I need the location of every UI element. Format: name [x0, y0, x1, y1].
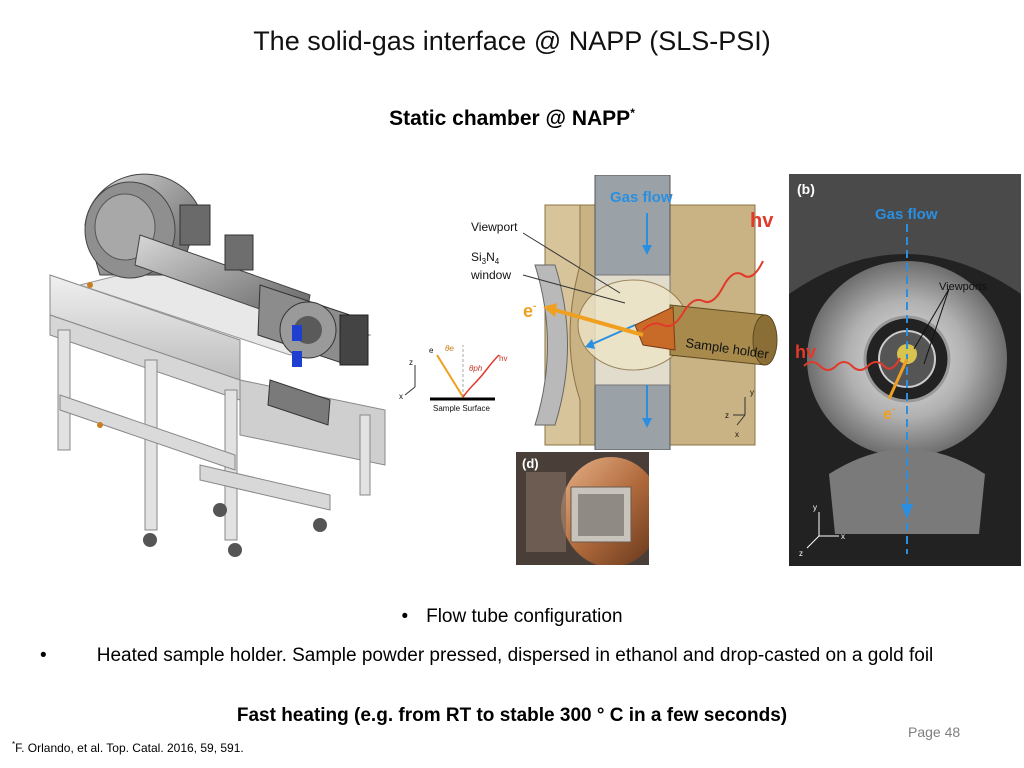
- gas-flow-label: Gas flow: [610, 189, 673, 206]
- svg-text:θe: θe: [445, 344, 454, 353]
- bullet-heated-holder: •Heated sample holder. Sample powder pre…: [40, 645, 934, 666]
- photon-beam: [642, 260, 764, 331]
- viewport-label: Viewport: [471, 220, 518, 234]
- hv-label: hv: [750, 210, 774, 232]
- chamber-cutaway-diagram: Gas flow hv Viewport Si3N4 window e- Sam…: [395, 175, 790, 450]
- fast-heating-note: Fast heating (e.g. from RT to stable 300…: [236, 705, 788, 726]
- svg-text:window: window: [470, 268, 511, 282]
- slide-title: The solid-gas interface @ NAPP (SLS-PSI): [253, 26, 771, 56]
- sample-surface-label: Sample Surface: [433, 404, 490, 413]
- svg-text:x: x: [841, 532, 845, 541]
- svg-text:z: z: [725, 411, 729, 420]
- hv-label-b: hv: [795, 342, 816, 362]
- svg-text:x: x: [399, 392, 403, 401]
- viewports-label: Viewports: [939, 281, 988, 293]
- svg-text:z: z: [799, 549, 803, 558]
- reference-footnote: *F. Orlando, et al. Top. Catal. 2016, 59…: [12, 740, 244, 755]
- bullet-flow-tube: •Flow tube configuration: [401, 606, 623, 627]
- panel-d-label: (d): [522, 456, 539, 471]
- svg-text:x: x: [735, 430, 739, 439]
- page-number: Page 48: [908, 724, 961, 740]
- instrument-rendering: [30, 165, 390, 560]
- electron-label-b: e-: [883, 404, 895, 423]
- svg-text:hv: hv: [499, 354, 507, 363]
- electron-beam: [554, 308, 644, 337]
- window-label: Si3N4: [471, 250, 500, 266]
- svg-text:θph: θph: [469, 364, 483, 373]
- chamber-photo-b: (b) Gas flow Viewports hv e- y x z: [789, 174, 1021, 566]
- sample-holder-photo-d: (d): [516, 452, 649, 565]
- svg-text:y: y: [813, 503, 817, 512]
- svg-text:e: e: [429, 346, 434, 355]
- svg-text:z: z: [409, 358, 413, 367]
- electron-label: e-: [523, 301, 536, 321]
- gas-flow-label-b: Gas flow: [875, 206, 938, 223]
- svg-text:y: y: [750, 388, 754, 397]
- panel-b-label: (b): [797, 181, 815, 197]
- figure-subtitle: Static chamber @ NAPP*: [389, 106, 635, 130]
